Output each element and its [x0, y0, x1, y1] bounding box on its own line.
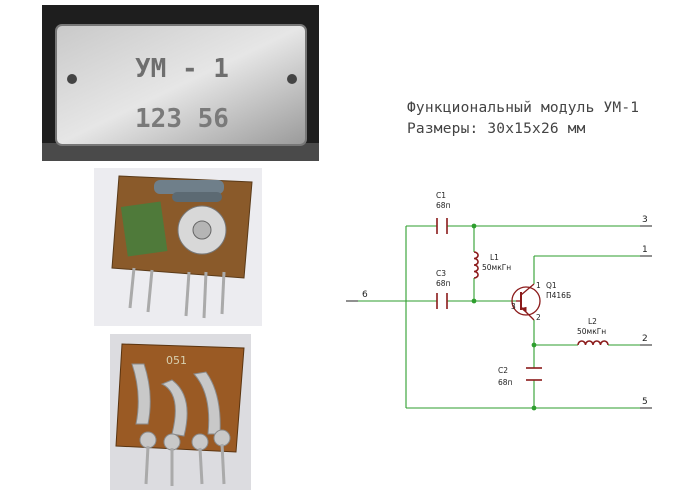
q1-base-pin: 3: [511, 302, 516, 311]
node-c3-l1: [471, 298, 477, 304]
pin-5-label: 5: [642, 397, 648, 407]
pin-2-label: 2: [642, 334, 648, 344]
c3-ref: C3: [436, 269, 446, 278]
casing-photo: УМ - 1 123 56: [42, 5, 319, 161]
c1-ref: C1: [436, 191, 446, 200]
board-top-photo: [94, 168, 262, 326]
components: [436, 218, 609, 381]
casing-image: УМ - 1 123 56: [42, 5, 319, 161]
q1-value: П416Б: [546, 291, 571, 300]
l1-coil: [473, 251, 479, 279]
node-c2-ground: [531, 405, 537, 411]
c1-value: 68п: [436, 201, 451, 210]
pin-1-label: 1: [642, 245, 648, 255]
board-top-image: [94, 168, 262, 326]
module-dimensions: Размеры: 30x15x26 мм: [407, 121, 586, 137]
q1-collector-pin: 1: [536, 281, 541, 290]
wires: [358, 225, 640, 409]
module-title: Функциональный модуль УМ-1: [407, 100, 640, 116]
pin-3-label: 3: [642, 215, 648, 225]
casing-marking-bottom: 123 56: [135, 104, 229, 134]
q1-ref: Q1: [546, 281, 557, 290]
node-emitter-l2: [531, 342, 537, 348]
board-marking: 051: [166, 354, 187, 367]
pin-6-label: 6: [362, 290, 368, 300]
c3-value: 68п: [436, 279, 451, 288]
l1-value: 50мкГн: [482, 263, 511, 272]
junction-nodes: [471, 223, 537, 411]
l2-ref: L2: [588, 317, 597, 326]
q1-body: [511, 286, 541, 316]
l2-coil: [577, 340, 609, 346]
node-c1-l1: [471, 223, 477, 229]
casing-marking-top: УМ - 1: [135, 54, 229, 84]
q1-collector-lead: [520, 283, 535, 296]
q1-emitter-arrow: [520, 306, 527, 314]
c2-ref: C2: [498, 366, 508, 375]
l2-value: 50мкГн: [577, 327, 606, 336]
l1-ref: L1: [490, 253, 499, 262]
circuit-schematic: 3 1 2 5 6 C1 68п C3 68п L1 50мкГн Q1 П41…: [346, 191, 652, 411]
board-bottom-image: 051: [110, 334, 251, 490]
board-bottom-photo: 051: [110, 334, 251, 490]
q1-emitter-pin: 2: [536, 313, 541, 322]
c2-value: 68п: [498, 378, 513, 387]
pin-stubs: [346, 225, 652, 409]
